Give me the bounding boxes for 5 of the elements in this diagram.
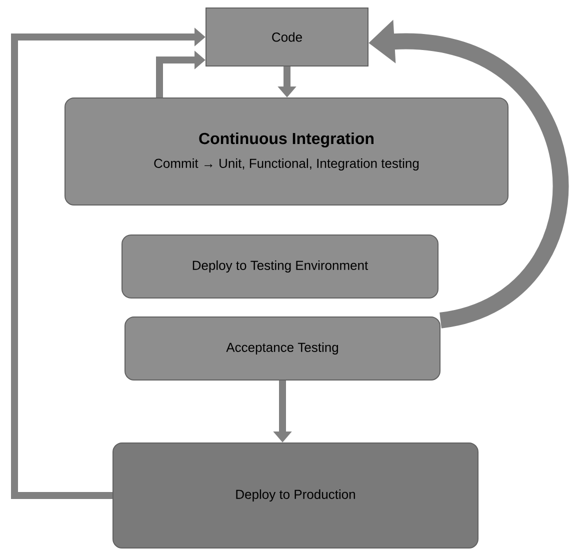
process-box: Deploy to Testing Environment [122, 234, 438, 298]
process-box: Continuous Integration Commit → Unit, Functional, Integration testing [64, 98, 508, 206]
process-box: Acceptance Testing [124, 316, 440, 380]
process-box: Code [206, 8, 368, 66]
process-box: Deploy to Production [112, 442, 478, 548]
